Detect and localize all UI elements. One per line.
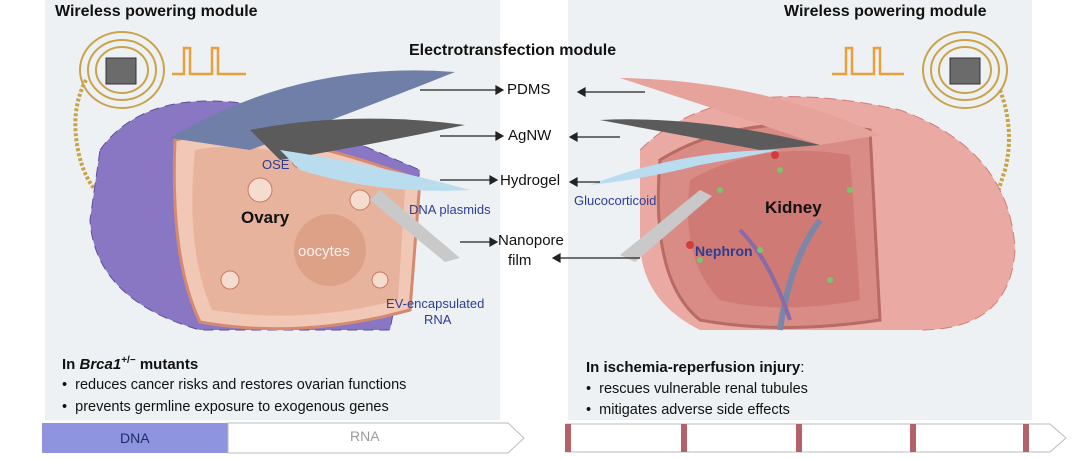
kidney-illustration xyxy=(590,78,1016,331)
right-bullet-2: • mitigates adverse side effects xyxy=(586,402,790,418)
right-bullet-2-text: mitigates adverse side effects xyxy=(599,402,790,418)
dna-bar-label: DNA xyxy=(120,430,150,446)
timeline-marks xyxy=(565,424,1029,452)
left-heading-gene: Brca1 xyxy=(79,356,122,373)
kidney-label: Kidney xyxy=(765,198,822,217)
layer-nanopore: Nanopore xyxy=(498,232,564,249)
ovary-illustration xyxy=(89,70,470,331)
left-coil-icon xyxy=(73,31,165,197)
layer-hydrogel: Hydrogel xyxy=(500,172,561,189)
nephron-label: Nephron xyxy=(695,243,753,259)
layer-agnw: AgNW xyxy=(508,127,552,144)
dna-bar xyxy=(42,423,228,453)
ose-label: OSE xyxy=(262,157,290,172)
right-bullet-1: • rescues vulnerable renal tubules xyxy=(586,381,808,397)
left-heading-prefix: In xyxy=(62,356,80,373)
left-heading-suffix: mutants xyxy=(135,356,199,373)
left-bullet-2: • prevents germline exposure to exogenou… xyxy=(62,399,389,415)
oocytes-label: oocytes xyxy=(298,243,350,260)
left-bullet-2-text: prevents germline exposure to exogenous … xyxy=(75,399,389,415)
ev-label-line2: RNA xyxy=(424,312,452,327)
glucocorticoid-label: Glucocorticoid xyxy=(574,193,657,208)
rna-bar xyxy=(227,422,525,454)
left-heading-sup: +/− xyxy=(121,355,136,366)
left-bullet-1: • reduces cancer risks and restores ovar… xyxy=(62,377,407,393)
right-heading-colon: : xyxy=(800,359,805,376)
rna-bar-label: RNA xyxy=(350,428,380,444)
left-heading: In Brca1+/− mutants xyxy=(62,355,198,373)
left-pulse-icon xyxy=(172,46,246,76)
right-pulse-icon xyxy=(832,46,904,76)
left-module-title: Wireless powering module xyxy=(55,3,258,20)
layer-film: film xyxy=(508,252,532,269)
center-title: Electrotransfection module xyxy=(409,42,617,59)
ovary-label: Ovary xyxy=(241,208,290,227)
right-heading: In ischemia-reperfusion injury: xyxy=(586,359,804,376)
right-bullet-1-text: rescues vulnerable renal tubules xyxy=(599,381,808,397)
layer-pdms: PDMS xyxy=(507,81,551,98)
arrows xyxy=(420,84,645,264)
dna-plasmids-label: DNA plasmids xyxy=(409,202,491,217)
right-heading-text: In ischemia-reperfusion injury xyxy=(586,359,801,376)
left-bullet-1-text: reduces cancer risks and restores ovaria… xyxy=(75,377,407,393)
timeline-bar xyxy=(565,423,1067,453)
right-coil-icon xyxy=(922,31,1011,221)
ev-label-line1: EV-encapsulated xyxy=(386,296,485,311)
right-module-title: Wireless powering module xyxy=(784,3,987,20)
